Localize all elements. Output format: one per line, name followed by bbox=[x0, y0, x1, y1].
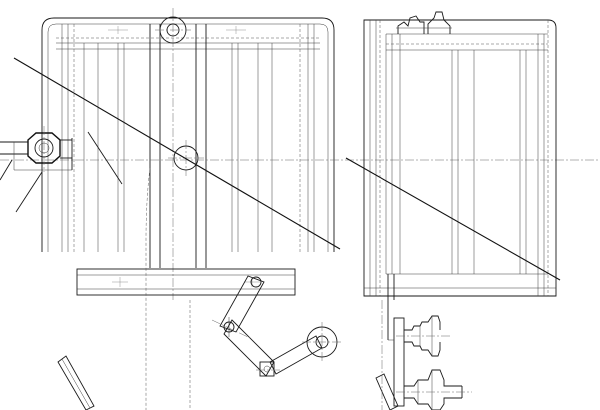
bottom-left-bar bbox=[57, 355, 95, 410]
linkage-arm bbox=[211, 275, 342, 377]
front-base-plate bbox=[76, 268, 296, 296]
bottom-fittings bbox=[375, 300, 472, 410]
front-vertical-slats bbox=[61, 24, 315, 268]
front-construction-curve bbox=[145, 167, 151, 410]
front-frame-inner bbox=[47, 23, 329, 252]
side-section-line bbox=[345, 157, 561, 281]
front-section-line bbox=[13, 57, 341, 250]
lower-spool-fitting bbox=[396, 369, 472, 410]
hex-nut bbox=[27, 132, 61, 164]
front-view bbox=[0, 8, 600, 410]
side-frame-outline bbox=[363, 19, 557, 297]
front-middle-boss bbox=[168, 140, 204, 176]
front-frame-outline bbox=[41, 17, 335, 252]
side-view bbox=[345, 11, 561, 340]
side-top-fittings bbox=[396, 11, 452, 34]
upper-spool-fitting bbox=[396, 315, 452, 357]
hex-nut-detail bbox=[0, 126, 123, 213]
